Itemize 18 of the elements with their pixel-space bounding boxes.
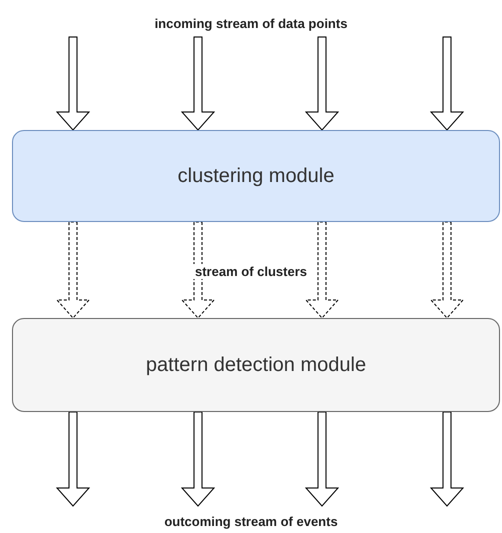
block-arrow [56, 412, 90, 507]
block-arrow [430, 36, 464, 131]
block-arrow [430, 412, 464, 507]
block-arrow [430, 222, 464, 319]
block-arrow [56, 36, 90, 131]
module-name: clustering module [178, 164, 334, 188]
block-arrow [180, 412, 216, 507]
stream-label: outcoming stream of events [162, 514, 340, 529]
stream-label: stream of clusters [193, 264, 309, 279]
block-arrow [304, 222, 340, 319]
module-box [12, 318, 500, 412]
stream-label: incoming stream of data points [152, 16, 350, 31]
block-arrow [304, 36, 340, 131]
module-name: pattern detection module [146, 354, 366, 376]
block-arrow [180, 36, 216, 131]
block-arrow [304, 412, 340, 507]
module-box [12, 130, 500, 222]
block-arrow [56, 222, 90, 319]
